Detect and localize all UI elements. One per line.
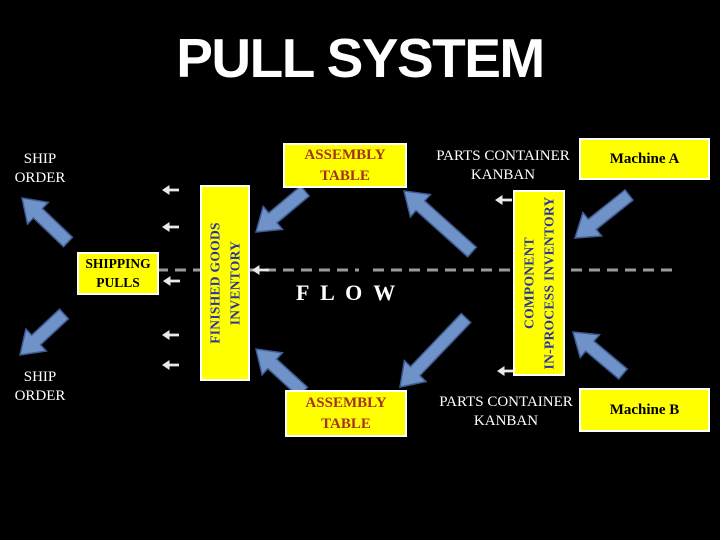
component-inventory-box: COMPONENT IN-PROCESS INVENTORY [513, 190, 565, 376]
pull-arrow-component-to-asm-bot [399, 312, 472, 388]
kanban-arrow-component-top [495, 195, 512, 205]
pull-arrow-ship-bottom [19, 308, 70, 356]
kanban-label-bottom: PARTS CONTAINER KANBAN [439, 394, 573, 429]
pull-arrow-machine-a-to-component [573, 188, 635, 239]
pull-arrow-machine-b-to-component [571, 331, 629, 381]
ship-order-top-label: SHIP ORDER [14, 151, 66, 186]
finished-goods-inventory-label: FINISHED GOODS INVENTORY [207, 222, 242, 344]
kanban-arrow-left-2 [162, 222, 179, 232]
kanban-arrow-left-3 [162, 330, 179, 340]
kanban-arrow-shipping [163, 276, 180, 286]
pull-arrow-assembly-top-to-fg [254, 184, 311, 233]
component-inventory-label: COMPONENT IN-PROCESS INVENTORY [521, 196, 556, 370]
kanban-arrow-left-1 [162, 185, 179, 195]
assembly-table-top-box: ASSEMBLY TABLE [283, 143, 407, 188]
shipping-pulls-box: SHIPPING PULLS [77, 252, 159, 295]
page-title: PULL SYSTEM [176, 27, 545, 89]
flow-label: F L O W [296, 280, 399, 305]
kanban-arrow-fg [252, 265, 269, 275]
finished-goods-inventory-box: FINISHED GOODS INVENTORY [200, 185, 250, 381]
assembly-table-bottom-box: ASSEMBLY TABLE [285, 390, 407, 437]
kanban-arrow-component-bottom [497, 366, 514, 376]
pull-arrow-ship-top [21, 197, 74, 248]
pull-arrow-component-to-asm-top [403, 190, 478, 258]
ship-order-bottom-label: SHIP ORDER [14, 369, 66, 404]
kanban-arrow-left-4 [162, 360, 179, 370]
kanban-label-top: PARTS CONTAINER KANBAN [436, 148, 570, 183]
machine-a-box: Machine A [579, 138, 710, 180]
machine-b-box: Machine B [579, 388, 710, 432]
